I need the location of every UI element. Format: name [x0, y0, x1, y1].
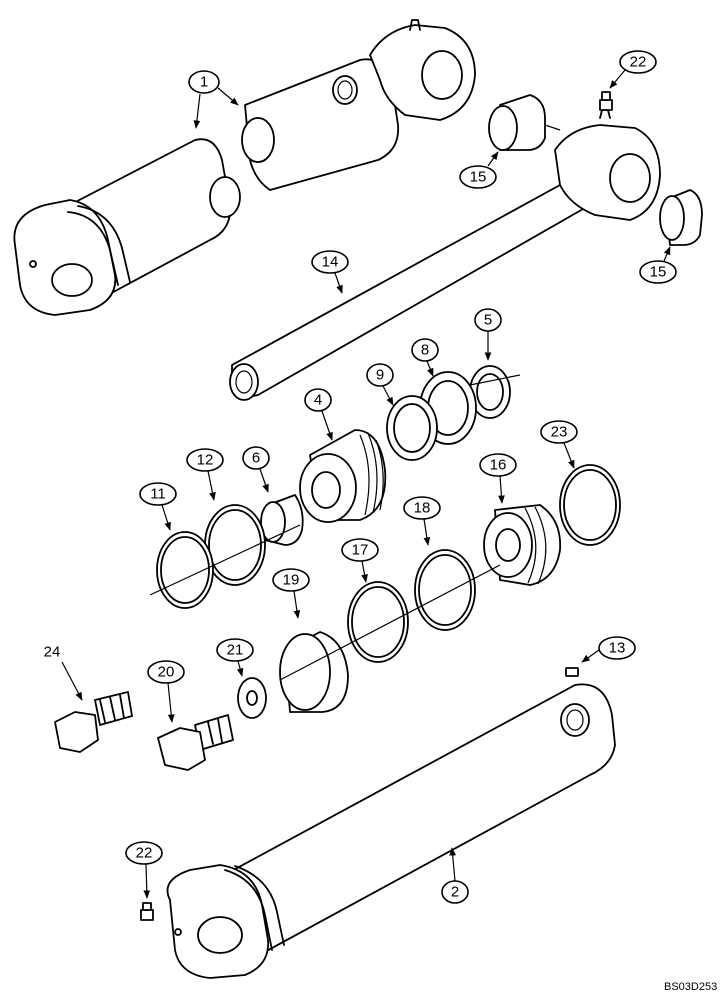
svg-text:14: 14: [322, 254, 339, 271]
svg-text:21: 21: [227, 642, 244, 659]
callout-9: 9: [366, 363, 394, 387]
bolt-part-20: [157, 714, 234, 771]
washer-part-21: [237, 677, 267, 719]
label-24: 24: [44, 644, 61, 661]
callout-15-upper: 15: [459, 165, 497, 189]
ring-part-19: [279, 631, 349, 713]
svg-text:19: 19: [283, 572, 300, 589]
callout-1: 1: [188, 70, 220, 94]
callout-8: 8: [411, 338, 439, 362]
callout-6: 6: [242, 446, 270, 470]
ring-part-18: [414, 549, 476, 631]
ring-part-17: [347, 581, 409, 663]
bushing-upper: [488, 94, 561, 151]
callout-20: 20: [147, 660, 185, 684]
svg-text:9: 9: [376, 367, 384, 384]
svg-text:16: 16: [490, 457, 507, 474]
cylinder-barrel-upper-rear: [241, 19, 476, 191]
callout-18: 18: [403, 496, 441, 520]
callout-23: 23: [540, 420, 578, 444]
svg-text:18: 18: [414, 500, 431, 517]
callout-22-lower: 22: [125, 841, 163, 865]
svg-text:2: 2: [451, 884, 459, 901]
callout-21: 21: [216, 638, 254, 662]
svg-text:17: 17: [352, 542, 369, 559]
callout-16: 16: [479, 453, 517, 477]
callout-14: 14: [311, 250, 349, 274]
callout-5: 5: [474, 308, 502, 332]
ring-part-23: [559, 464, 621, 546]
svg-text:12: 12: [197, 452, 214, 469]
callout-12: 12: [186, 448, 224, 472]
svg-text:8: 8: [421, 342, 429, 359]
bolt-part-24: [54, 691, 133, 753]
piston-rod: [229, 109, 661, 401]
svg-text:11: 11: [150, 486, 166, 503]
callout-22-upper: 22: [619, 50, 657, 74]
svg-text:15: 15: [470, 169, 487, 186]
svg-text:13: 13: [609, 640, 626, 657]
callout-17: 17: [341, 538, 379, 562]
drawing-code: BS03D253: [664, 981, 717, 993]
callout-13: 13: [598, 636, 636, 660]
svg-text:1: 1: [200, 74, 208, 91]
bushing-lower: [659, 189, 703, 246]
grease-fitting-upper: [599, 91, 613, 111]
callout-15-lower: 15: [639, 260, 677, 284]
plug-part-13: [565, 667, 579, 677]
svg-text:15: 15: [650, 264, 667, 281]
ring-part-9: [386, 395, 438, 461]
bushing-part-6: [260, 494, 304, 546]
ring-part-11: [156, 531, 214, 609]
callout-11: 11: [139, 482, 177, 506]
piston-part-16: [483, 504, 562, 586]
callout-19: 19: [272, 568, 310, 592]
svg-text:23: 23: [551, 424, 568, 441]
piston-part-4: [299, 429, 387, 523]
svg-text:22: 22: [136, 845, 153, 862]
svg-text:4: 4: [314, 392, 322, 409]
svg-text:22: 22: [630, 54, 647, 71]
svg-text:20: 20: [158, 664, 175, 681]
cylinder-barrel-upper-part: [13, 138, 241, 316]
callout-2: 2: [441, 880, 469, 904]
svg-text:5: 5: [484, 312, 492, 329]
svg-text:6: 6: [252, 450, 260, 467]
callout-4: 4: [304, 388, 332, 412]
grease-fitting-lower: [140, 902, 154, 921]
cylinder-barrel-lower: [166, 683, 616, 979]
